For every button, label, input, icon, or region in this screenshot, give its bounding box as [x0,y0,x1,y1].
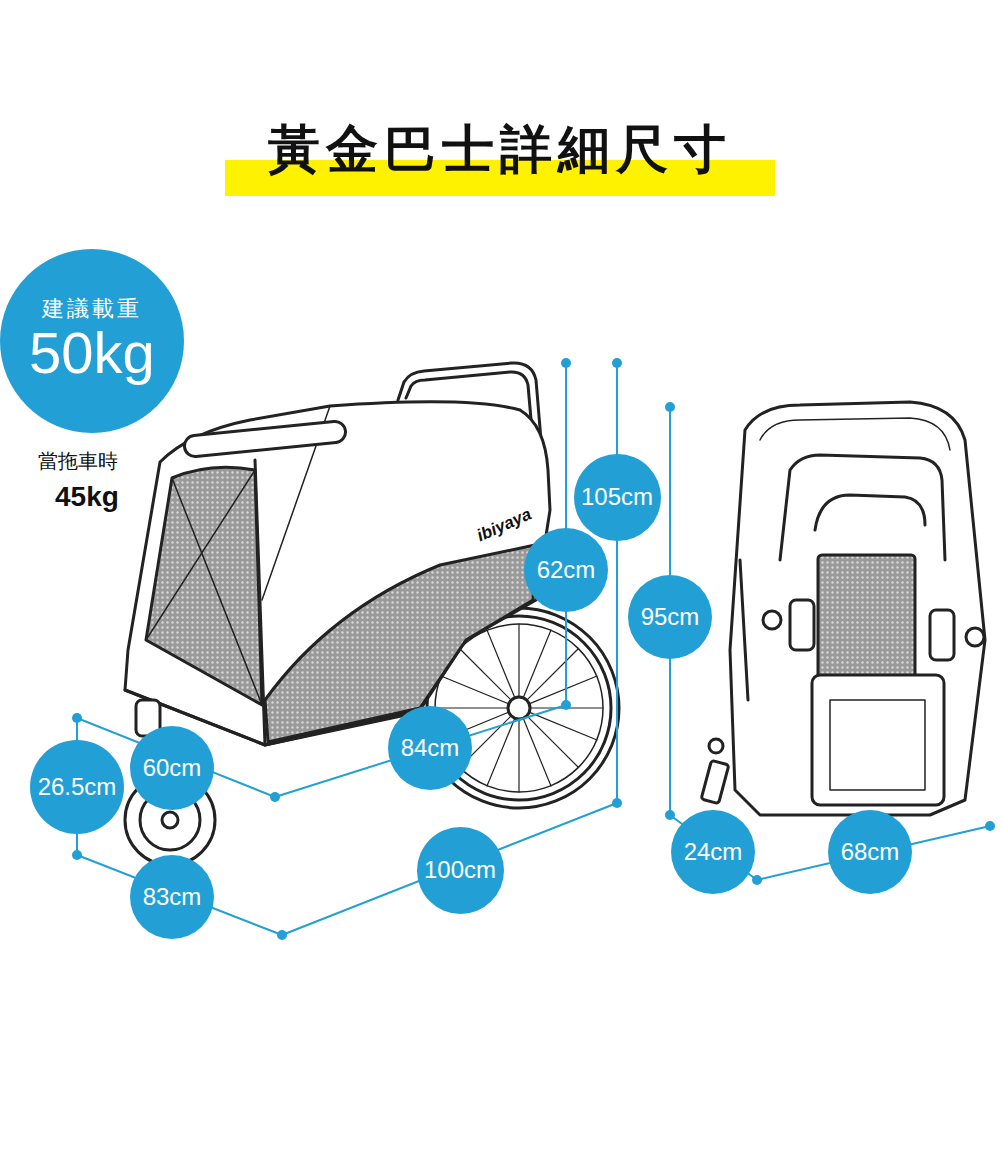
dimension-value: 68cm [841,839,900,865]
dimension-circle: 95cm [628,575,712,659]
title-text: 黃金巴士詳細尺寸 [0,118,1000,180]
dimension-value: 84cm [401,735,460,761]
stroller-folded-view [701,402,985,815]
dimension-circle: 105cm [574,454,661,541]
dimension-circle: 60cm [130,726,214,810]
dimension-value: 100cm [424,857,496,883]
note-text: 當拖車時 [38,450,118,472]
dimension-lines [77,363,990,935]
note-value: 45kg [55,482,119,513]
dimension-circle: 26.5cm [30,740,124,834]
dimension-value: 60cm [143,755,202,781]
stroller-side-view [125,363,619,865]
load-heading: 建議載重 [42,297,142,321]
dimension-circle: 84cm [388,706,472,790]
dimension-value: 105cm [581,484,653,510]
dimension-circle: 68cm [828,810,912,894]
load-value: 50kg [29,321,155,385]
dimension-value: 26.5cm [38,774,117,800]
dimension-circle: 62cm [524,528,608,612]
dimension-value: 62cm [537,557,596,583]
dimension-value: 24cm [684,839,743,865]
dimension-dots [72,358,995,940]
dimension-circle: 100cm [417,827,504,914]
dimension-value: 95cm [641,604,700,630]
load-circle: 建議載重50kg [0,249,184,433]
dimension-value: 83cm [143,884,202,910]
dimension-circle: 24cm [671,810,755,894]
dimension-circle: 83cm [130,855,214,939]
